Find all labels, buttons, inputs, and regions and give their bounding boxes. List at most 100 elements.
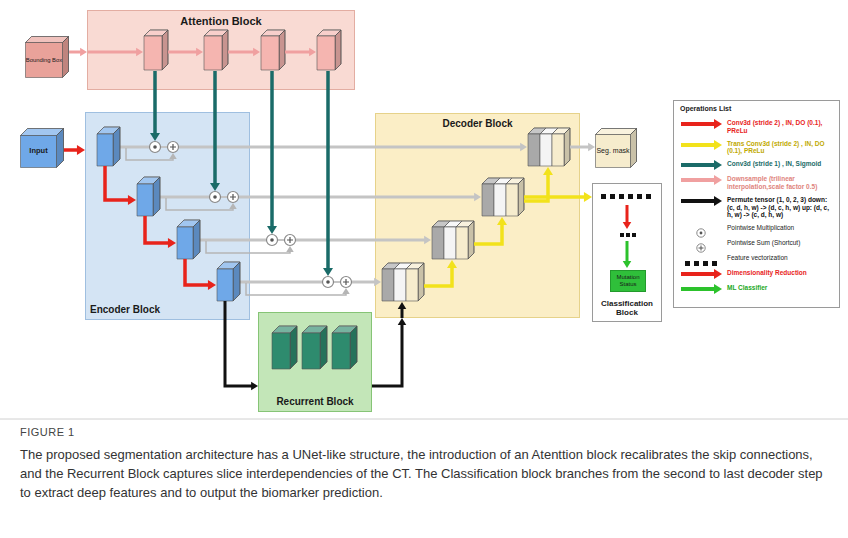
arrow-shaft [424,266,452,286]
arrow-head [323,268,333,276]
arrow-head [208,280,216,290]
arrow-head [253,48,260,57]
cube-side [63,37,69,78]
cube-top-shade [482,178,500,184]
arrow-shaft [160,196,209,199]
cube-top-shade [144,30,168,36]
arrow-shaft [224,301,227,320]
branch-line [524,197,580,198]
cube-front [317,36,335,70]
legend-text: Downsample (trilinear interpolation,scal… [727,175,833,191]
mutation-status-box: Mutation Status [610,270,646,292]
legend-row: Trans Conv3d (stride 2) , IN, DO (0.1), … [679,140,836,156]
cube-top [177,220,200,227]
sum-symbol [341,277,352,288]
connector [580,143,595,152]
downsample-arrow [285,48,316,57]
arrow-shaft [278,239,284,241]
sum-plus [699,246,704,251]
legend-symbol [681,258,721,268]
decoder-cube [394,263,412,301]
arrow-head [196,48,203,57]
recurrent-cube [302,326,327,369]
legend-row: Feature vectorization [679,254,836,264]
legend-row: Pointwise Multiplication [679,224,836,234]
cube-label: Seg. mask [596,147,629,155]
figure-caption: The proposed segmentation architecture h… [20,447,823,500]
arrow-shaft [474,223,502,244]
arrow-head [497,217,507,225]
conv-arrow [185,259,216,290]
feature-square [620,233,624,237]
legend-row: Pointwise Sum (Shortcut) [679,239,836,249]
arrow-shaft [326,71,330,270]
skip-line [161,147,167,148]
arrow-head [169,153,176,159]
arrow-head [623,261,632,268]
decoder-cube [456,221,474,259]
feature-square [637,194,642,199]
arrow-head [150,133,160,141]
cube-side [233,262,240,301]
cube-front [394,269,406,301]
cube-side-shade [394,263,400,301]
arrow-shaft [185,259,210,285]
panel-title: Attention Block [180,15,261,28]
classification-panel: Classification BlockMutation Status [592,183,662,322]
cube-label: Bounding Box [26,57,62,64]
arrow-head [398,302,407,309]
shortcut-line [166,198,237,210]
decoder-cube [552,128,570,166]
recurrent-panel: Recurrent Block [258,312,372,412]
cube-top-shade [302,326,327,333]
arrow-shaft [580,195,586,199]
cube-side-shade [564,128,570,166]
cube-side-shade [418,263,424,301]
decoder-cube [482,178,500,216]
cube-top-shade [204,30,228,36]
attention-cube [144,30,168,70]
cube-side [631,129,637,168]
arrow-shaft [524,195,580,199]
cube-top [261,30,285,36]
cube-side [518,178,524,216]
cube-top [137,177,160,184]
connector [69,48,87,57]
cube-side [193,220,200,259]
encoder-cube [217,262,240,301]
arrow-shaft [372,324,402,386]
cube-front [21,136,57,168]
arrow-head [286,246,293,252]
legend-swatch [681,287,715,291]
decoder-cube [506,178,524,216]
cube-top-shade [137,177,160,184]
cube-top [204,30,228,36]
cube-top [302,326,327,333]
legend-arrowhead [714,175,722,185]
feature-square [632,233,636,237]
sum-symbol [285,235,296,246]
legend-title: Operations List [680,105,731,113]
cube-side-shade [57,129,64,168]
arrow-shaft [228,51,254,54]
legend-arrowhead [714,140,722,150]
arrow-shaft [334,281,340,283]
arrow-head [77,145,85,155]
cube-outline [21,129,64,168]
recurrent-cube [332,326,357,369]
sum-plus [230,194,236,200]
skip-line [120,147,149,148]
arrow-shaft [213,71,217,185]
cube-side-shade [113,127,120,166]
cube-top-shade [177,220,200,227]
cube-side-shade [290,326,297,369]
arrow-shaft [153,71,157,135]
skip-line [200,240,266,241]
arrow-head [374,278,381,287]
decoder-cube [382,263,400,301]
legend-text: Trans Conv3d (stride 2) , IN, DO (0.1), … [727,140,833,156]
cube-side [290,326,297,369]
arrow-shaft [524,173,548,201]
cube-top [494,178,512,184]
feature-square [646,194,651,199]
